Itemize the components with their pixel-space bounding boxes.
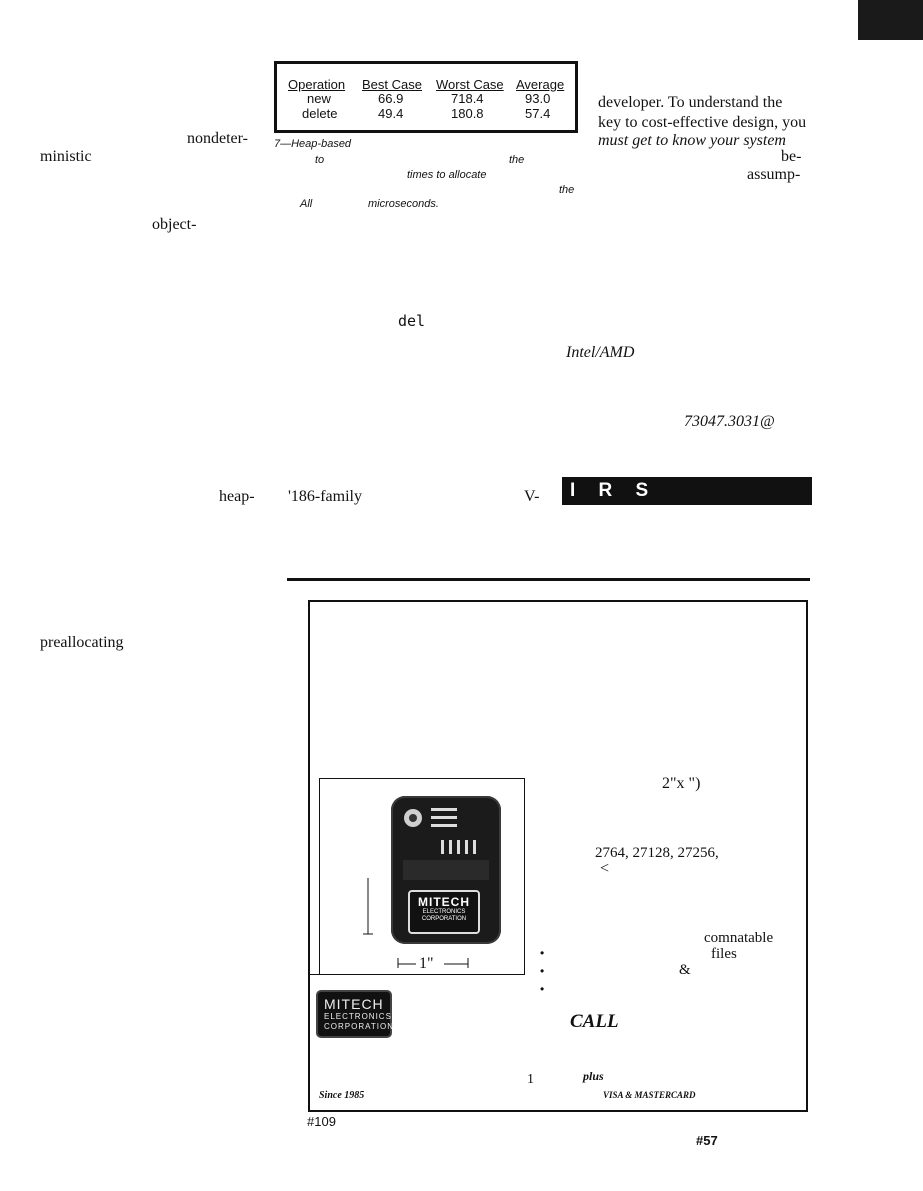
body-text-fragment: be-	[781, 148, 802, 165]
ad-text-fragment: &	[679, 962, 691, 978]
ad-text-fragment: <	[600, 860, 610, 877]
body-text-fragment: Intel/AMD	[566, 344, 635, 361]
caption-word: All	[300, 198, 313, 210]
body-text-fragment: ministic	[40, 148, 92, 165]
device-brand-sub: CORPORATION	[421, 916, 467, 922]
caption-word: microseconds.	[368, 198, 439, 210]
product-image-frame	[319, 778, 525, 974]
width-dimension-right-icon	[444, 958, 469, 968]
timing-table	[274, 61, 578, 133]
ad-text-fragment: comnatable	[704, 930, 774, 946]
dimension-label: 1"	[419, 955, 434, 972]
device-brand-badge: MITECH ELECTRONICS CORPORATION	[408, 890, 480, 934]
bullet-icon: •	[540, 982, 545, 996]
bullet-icon: •	[540, 964, 545, 978]
product-image-bottom-line	[308, 974, 525, 975]
body-text-fragment: preallocating	[40, 634, 124, 651]
bullet-icon: •	[540, 946, 545, 960]
table-header-worst-case: Worst Case	[436, 77, 504, 92]
table-cell: 718.4	[451, 91, 484, 106]
body-text-line: key to cost-effective design, you	[598, 114, 807, 131]
ad-text-fragment: 2"x ")	[662, 775, 701, 792]
table-cell: delete	[302, 106, 338, 121]
table-header-best-case: Best Case	[362, 77, 422, 92]
caption-label: 7—Heap-based	[274, 138, 352, 150]
logo-brand-sub: ELECTRONICS	[324, 1012, 392, 1021]
body-text-line: must get to know your system	[598, 132, 786, 149]
author-email-fragment: 73047.3031@	[684, 413, 775, 430]
reader-service-bar: I R S	[562, 477, 812, 505]
table-header-average: Average	[516, 77, 565, 92]
ad-text-fragment: plus	[583, 1069, 604, 1083]
body-text-fragment: V-	[524, 488, 540, 505]
body-text-fragment: del	[398, 312, 426, 330]
table-cell: 93.0	[525, 91, 551, 106]
caption-word: times to allocate	[407, 169, 487, 181]
advertisement-box	[308, 600, 808, 1112]
device-brand-sub: ELECTRONICS	[422, 909, 466, 915]
body-text-fragment: heap-	[219, 488, 255, 505]
body-text-fragment: '186-family	[288, 488, 362, 505]
ad-call-text: CALL	[570, 1011, 619, 1032]
ad-text-fragment: 1	[527, 1072, 534, 1087]
table-cell: 180.8	[451, 106, 484, 121]
table-header-operation: Operation	[288, 77, 346, 92]
device-brand-name: MITECH	[418, 895, 470, 909]
table-cell: new	[307, 91, 331, 106]
body-text-fragment: assump-	[747, 166, 801, 183]
width-dimension-left-icon	[397, 958, 416, 968]
body-text-fragment: object-	[152, 216, 197, 233]
caption-word: the	[559, 184, 575, 196]
ad-payment-text: VISA & MASTERCARD	[603, 1090, 696, 1100]
caption-word: to	[315, 154, 325, 166]
device-detail-icon	[403, 808, 489, 880]
reader-service-number: #57	[696, 1133, 718, 1148]
ad-text-fragment: 2764, 27128, 27256,	[595, 845, 719, 861]
body-text-line: developer. To understand the	[598, 94, 783, 111]
reader-service-number: #109	[307, 1114, 336, 1129]
body-text-fragment: nondeter-	[187, 130, 248, 147]
table-cell: 66.9	[378, 91, 404, 106]
caption-word: the	[509, 154, 525, 166]
height-dimension-icon	[363, 878, 373, 935]
section-rule	[287, 578, 810, 581]
logo-brand-name: MITECH	[324, 996, 384, 1012]
table-cell: 49.4	[378, 106, 404, 121]
company-logo: MITECH ELECTRONICS CORPORATION	[316, 990, 394, 1038]
ad-since-text: Since 1985	[319, 1090, 365, 1101]
table-cell: 57.4	[525, 106, 551, 121]
scan-artifact	[858, 0, 923, 40]
ad-text-fragment: files	[711, 946, 737, 962]
logo-brand-sub: CORPORATION	[324, 1022, 394, 1031]
